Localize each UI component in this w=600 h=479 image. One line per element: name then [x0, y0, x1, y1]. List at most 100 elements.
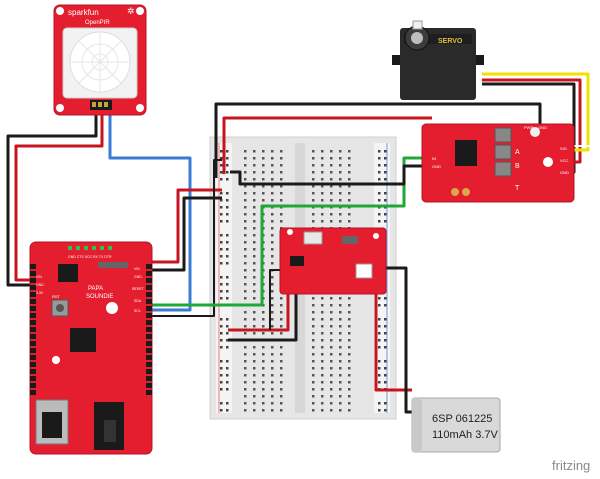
breadboard-hole [339, 150, 342, 153]
breadboard-hole [271, 255, 274, 258]
breadboard-hole [280, 297, 283, 300]
breadboard-hole [244, 409, 247, 412]
wire-gnd-black [152, 196, 222, 272]
breadboard-hole [378, 409, 381, 412]
breadboard-hole [312, 213, 315, 216]
breadboard-hole [262, 171, 265, 174]
sound-pin-scl: SCL [134, 309, 141, 313]
breadboard-hole [226, 276, 229, 279]
breadboard-hole [271, 388, 274, 391]
breadboard-hole [321, 360, 324, 363]
breadboard-hole [220, 381, 223, 384]
breadboard-hole [220, 206, 223, 209]
breadboard-hole [226, 339, 229, 342]
breadboard-hole [321, 381, 324, 384]
breadboard-hole [226, 360, 229, 363]
breadboard-hole [244, 248, 247, 251]
breadboard-hole [262, 192, 265, 195]
breadboard-hole [378, 192, 381, 195]
breadboard-hole [146, 369, 152, 374]
breadboard-hole [253, 409, 256, 412]
breadboard-hole [244, 402, 247, 405]
motor-driver-board: A B T SIG VCC GND IN GND PWR GND [421, 123, 575, 203]
breadboard-hole [339, 220, 342, 223]
breadboard-hole [262, 381, 265, 384]
breadboard-hole [220, 220, 223, 223]
breadboard-hole [253, 150, 256, 153]
breadboard-hole [253, 374, 256, 377]
breadboard-hole [146, 306, 152, 311]
breadboard-hole [30, 299, 36, 304]
breadboard-hole [226, 178, 229, 181]
breadboard-hole [384, 213, 387, 216]
breadboard-hole [244, 262, 247, 265]
breadboard-hole [280, 164, 283, 167]
breadboard-hole [321, 150, 324, 153]
breadboard-hole [244, 178, 247, 181]
breadboard-hole [220, 192, 223, 195]
breadboard-hole [384, 164, 387, 167]
breadboard-hole [253, 297, 256, 300]
breadboard-hole [271, 297, 274, 300]
wire-charger-black [228, 290, 298, 342]
breadboard-hole [262, 374, 265, 377]
breadboard-hole [321, 213, 324, 216]
breadboard-hole [312, 374, 315, 377]
breadboard-hole [312, 178, 315, 181]
breadboard-hole [339, 395, 342, 398]
breadboard-hole [384, 360, 387, 363]
breadboard-hole [271, 346, 274, 349]
breadboard-hole [312, 164, 315, 167]
sound-lpin-33: 3.3V [36, 291, 44, 295]
breadboard-hole [30, 320, 36, 325]
breadboard-hole [280, 318, 283, 321]
breadboard-hole [384, 297, 387, 300]
breadboard-hole [348, 297, 351, 300]
sound-name-2: SOUNDIE [86, 294, 113, 300]
breadboard-hole [220, 290, 223, 293]
breadboard-hole [339, 409, 342, 412]
breadboard-hole [312, 402, 315, 405]
breadboard-hole [280, 381, 283, 384]
breadboard-hole [312, 367, 315, 370]
breadboard-hole [271, 374, 274, 377]
breadboard-hole [244, 171, 247, 174]
breadboard-hole [348, 192, 351, 195]
breadboard-hole [253, 388, 256, 391]
breadboard-hole [348, 381, 351, 384]
breadboard-hole [280, 304, 283, 307]
breadboard-hole [339, 325, 342, 328]
breadboard-hole [321, 318, 324, 321]
breadboard-hole [330, 388, 333, 391]
breadboard-hole [312, 157, 315, 160]
breadboard-hole [226, 318, 229, 321]
breadboard-hole [226, 157, 229, 160]
breadboard-hole [330, 150, 333, 153]
breadboard-hole [348, 374, 351, 377]
breadboard-hole [312, 297, 315, 300]
breadboard-hole [312, 381, 315, 384]
breadboard-hole [226, 213, 229, 216]
breadboard-hole [271, 402, 274, 405]
driver-pin-gnd: GND [560, 170, 569, 175]
breadboard-hole [244, 374, 247, 377]
breadboard-hole [30, 383, 36, 388]
breadboard-hole [244, 213, 247, 216]
breadboard-hole [348, 395, 351, 398]
breadboard-hole [146, 390, 152, 395]
breadboard-hole [312, 395, 315, 398]
breadboard-hole [244, 234, 247, 237]
breadboard-hole [226, 199, 229, 202]
breadboard-hole [262, 185, 265, 188]
breadboard-hole [226, 150, 229, 153]
breadboard-hole [220, 248, 223, 251]
breadboard-hole [348, 157, 351, 160]
breadboard-hole [220, 374, 223, 377]
breadboard-hole [244, 276, 247, 279]
breadboard-hole [339, 339, 342, 342]
breadboard-hole [226, 367, 229, 370]
breadboard-hole [226, 283, 229, 286]
breadboard-hole [348, 171, 351, 174]
breadboard-hole [30, 313, 36, 318]
sound-pin-reset: RESET [132, 287, 145, 291]
